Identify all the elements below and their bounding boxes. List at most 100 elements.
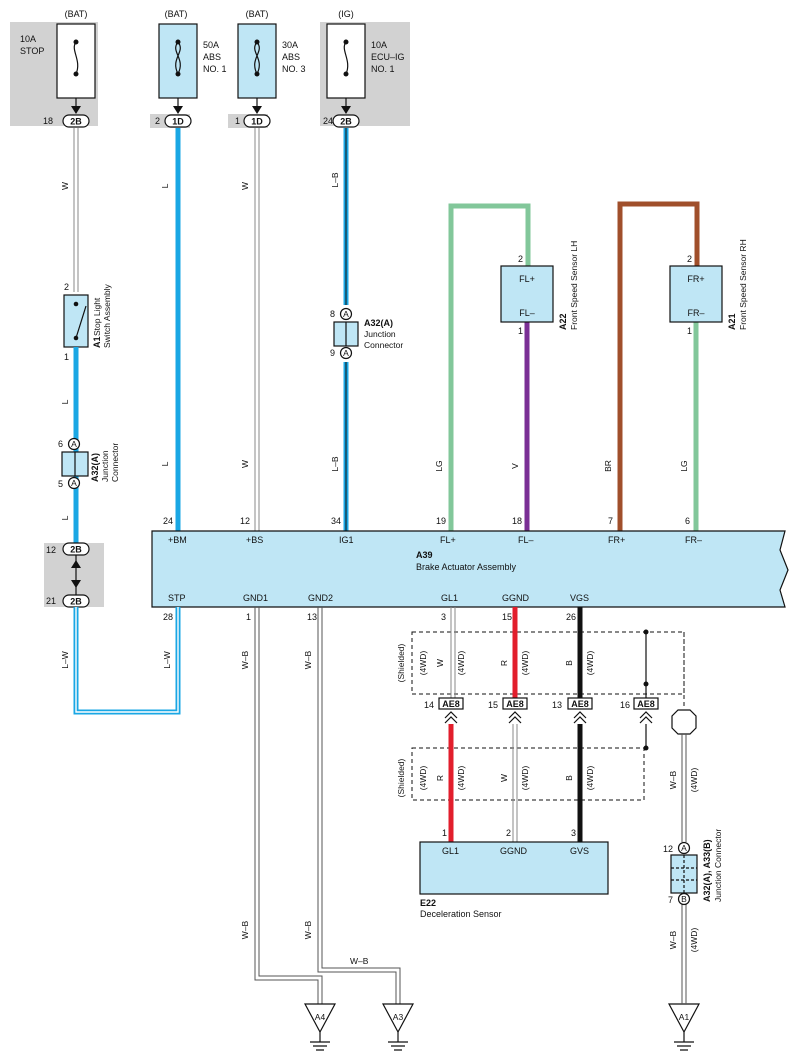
svg-text:19: 19 <box>436 516 446 526</box>
svg-text:A3: A3 <box>393 1012 404 1022</box>
svg-text:Junction: Junction <box>100 450 110 482</box>
shield-octagon <box>671 709 697 735</box>
svg-text:16: 16 <box>620 700 630 710</box>
svg-text:26: 26 <box>566 612 576 622</box>
svg-text:IG1: IG1 <box>339 535 354 545</box>
svg-text:W–B: W–B <box>240 650 250 669</box>
svg-text:2B: 2B <box>70 117 82 127</box>
svg-text:30A: 30A <box>282 40 298 50</box>
svg-text:1: 1 <box>442 828 447 838</box>
svg-text:3: 3 <box>571 828 576 838</box>
svg-text:21: 21 <box>46 596 56 606</box>
svg-text:R: R <box>499 660 509 666</box>
fuse-ecu-ig: (IG) 10A ECU–IG NO. 1 24 2B <box>320 9 410 128</box>
svg-text:AE8: AE8 <box>571 699 589 709</box>
svg-text:10A: 10A <box>20 34 36 44</box>
svg-text:28: 28 <box>163 612 173 622</box>
svg-text:(Shielded): (Shielded) <box>396 643 406 682</box>
deceleration-sensor: 1 2 3 GL1 GGND GVS E22 Deceleration Sens… <box>419 828 609 919</box>
svg-text:FR–: FR– <box>687 308 704 318</box>
svg-text:1: 1 <box>518 326 523 336</box>
svg-text:(4WD): (4WD) <box>520 651 530 676</box>
svg-text:Stop Light: Stop Light <box>92 297 102 336</box>
svg-text:6: 6 <box>58 439 63 449</box>
svg-text:8: 8 <box>330 309 335 319</box>
fuse-abs-3: (BAT) 30A ABS NO. 3 1 1D <box>228 9 306 128</box>
svg-text:A21: A21 <box>727 313 737 330</box>
brake-actuator-assembly: A39 Brake Actuator Assembly 24 +BM 12 +B… <box>151 516 789 622</box>
svg-text:VGS: VGS <box>570 593 589 603</box>
svg-text:(BAT): (BAT) <box>165 9 188 19</box>
svg-text:34: 34 <box>331 516 341 526</box>
svg-text:AE8: AE8 <box>637 699 655 709</box>
svg-text:2: 2 <box>64 282 69 292</box>
svg-text:E22: E22 <box>420 898 436 908</box>
svg-text:18: 18 <box>512 516 522 526</box>
svg-text:NO. 1: NO. 1 <box>203 64 227 74</box>
wire-wb-ground: W–B W–B W–B W–B W–B <box>240 607 401 1004</box>
connector-ae8-16: 16 AE8 <box>620 697 659 724</box>
shield-box-bottom <box>411 747 645 801</box>
svg-text:24: 24 <box>323 116 333 126</box>
svg-text:(4WD): (4WD) <box>520 766 530 791</box>
svg-text:Brake Actuator Assembly: Brake Actuator Assembly <box>416 562 517 572</box>
wire-w-ggnd-low <box>512 724 518 842</box>
svg-text:12: 12 <box>240 516 250 526</box>
svg-text:7: 7 <box>608 516 613 526</box>
svg-text:(Shielded): (Shielded) <box>396 758 406 797</box>
ground-a4: A4 <box>303 1003 337 1051</box>
fuse-stop: (BAT) 10A STOP 18 2B <box>10 9 98 128</box>
svg-text:GGND: GGND <box>502 593 530 603</box>
svg-text:(4WD): (4WD) <box>585 651 595 676</box>
svg-text:Connector: Connector <box>364 340 403 350</box>
wire-lb-ig1: L–B L–B <box>330 128 349 531</box>
svg-text:+BM: +BM <box>168 535 187 545</box>
wire-w-stop: W <box>60 128 79 292</box>
svg-text:W–B: W–B <box>350 956 369 966</box>
svg-text:FL+: FL+ <box>440 535 456 545</box>
svg-text:(4WD): (4WD) <box>456 651 466 676</box>
svg-text:A1: A1 <box>679 1012 690 1022</box>
svg-text:W–B: W–B <box>668 930 678 949</box>
svg-text:1: 1 <box>235 116 240 126</box>
svg-text:W–B: W–B <box>303 920 313 939</box>
svg-text:R: R <box>435 775 445 781</box>
wire-w-gl1 <box>450 607 456 698</box>
svg-text:A: A <box>71 439 77 449</box>
svg-text:FR–: FR– <box>685 535 702 545</box>
connector-ae8-15: 15 AE8 <box>488 697 528 724</box>
connector-ae8-13: 13 AE8 <box>552 697 593 724</box>
ground-a1: A1 <box>667 1003 701 1051</box>
svg-text:ABS: ABS <box>203 52 221 62</box>
svg-text:18: 18 <box>43 116 53 126</box>
wire-wb-right: W–B (4WD) W–B (4WD) <box>668 734 699 1004</box>
svg-text:L–W: L–W <box>162 651 172 668</box>
svg-text:3: 3 <box>441 612 446 622</box>
svg-text:10A: 10A <box>371 40 387 50</box>
svg-text:GVS: GVS <box>570 846 589 856</box>
svg-text:12: 12 <box>46 545 56 555</box>
svg-text:W: W <box>240 182 250 190</box>
svg-text:AE8: AE8 <box>506 699 524 709</box>
svg-text:W: W <box>60 182 70 190</box>
junction-connector-right: 12 A B 7 A32(A), A33(B) Junction Connect… <box>663 829 723 906</box>
svg-text:15: 15 <box>488 700 498 710</box>
svg-text:W: W <box>435 659 445 667</box>
svg-text:Junction: Junction <box>364 329 396 339</box>
svg-text:ECU–IG: ECU–IG <box>371 52 405 62</box>
wire-lw-stp: L–W L–W <box>60 607 181 715</box>
svg-text:NO. 1: NO. 1 <box>371 64 395 74</box>
wire-lg-fl <box>448 203 531 531</box>
svg-text:A32(A): A32(A) <box>90 453 100 482</box>
svg-text:(4WD): (4WD) <box>418 766 428 791</box>
svg-text:A4: A4 <box>315 1012 326 1022</box>
svg-text:FL–: FL– <box>519 308 535 318</box>
connector-2b-mid: 12 2B 21 2B <box>44 542 104 608</box>
svg-text:FR+: FR+ <box>687 274 704 284</box>
wire-br-fr <box>617 201 700 531</box>
svg-text:A1: A1 <box>92 336 102 348</box>
svg-text:2B: 2B <box>70 597 82 607</box>
svg-text:24: 24 <box>163 516 173 526</box>
wire-w-bs: W W <box>240 128 260 531</box>
